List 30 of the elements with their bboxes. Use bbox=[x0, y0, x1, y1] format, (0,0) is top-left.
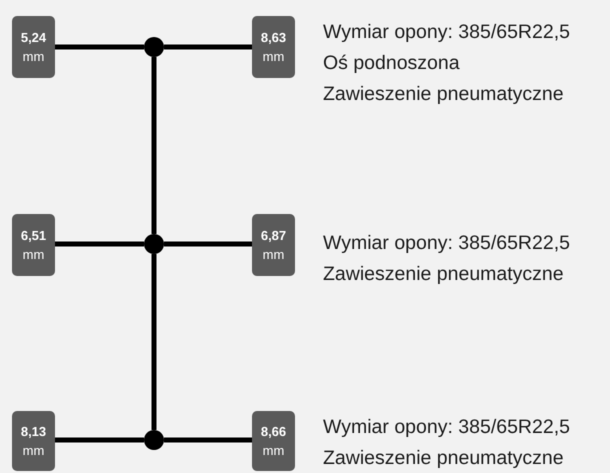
tread-depth-text: 5,24 mm bbox=[20, 29, 46, 66]
tire-box bbox=[12, 411, 55, 471]
tire-box bbox=[252, 214, 295, 276]
axle-line bbox=[164, 242, 252, 246]
axle-line bbox=[55, 242, 144, 246]
tire-box bbox=[12, 16, 55, 78]
tire-box bbox=[252, 16, 295, 78]
tire-info-text: Zawieszenie pneumatyczne bbox=[323, 262, 564, 287]
tire-box bbox=[12, 214, 55, 276]
junction-dot bbox=[144, 37, 164, 57]
axle-line bbox=[55, 438, 144, 442]
junction-dot bbox=[144, 234, 164, 254]
tire-info-text: Wymiar opony: 385/65R22,5 bbox=[323, 415, 570, 440]
tire-info-text: Oś podnoszona bbox=[323, 51, 460, 76]
tire-info-text: Wymiar opony: 385/65R22,5 bbox=[323, 20, 570, 45]
tire-box bbox=[252, 411, 295, 471]
tread-depth-text: 6,87 mm bbox=[260, 227, 286, 264]
tire-info-text: Zawieszenie pneumatyczne bbox=[323, 82, 564, 107]
tire-info-text: Wymiar opony: 385/65R22,5 bbox=[323, 231, 570, 256]
axle-line bbox=[164, 44, 252, 50]
axle-line bbox=[164, 438, 252, 442]
tread-depth-text: 8,63 mm bbox=[260, 29, 286, 66]
tread-depth-text: 6,51 mm bbox=[20, 227, 46, 264]
tire-info-text: Zawieszenie pneumatyczne bbox=[323, 446, 564, 471]
spine-line bbox=[152, 57, 156, 234]
tread-depth-text: 8,66 mm bbox=[260, 423, 286, 460]
spine-line bbox=[152, 254, 156, 430]
axle-line bbox=[55, 44, 144, 50]
junction-dot bbox=[144, 430, 164, 450]
tread-depth-text: 8,13 mm bbox=[20, 423, 46, 460]
